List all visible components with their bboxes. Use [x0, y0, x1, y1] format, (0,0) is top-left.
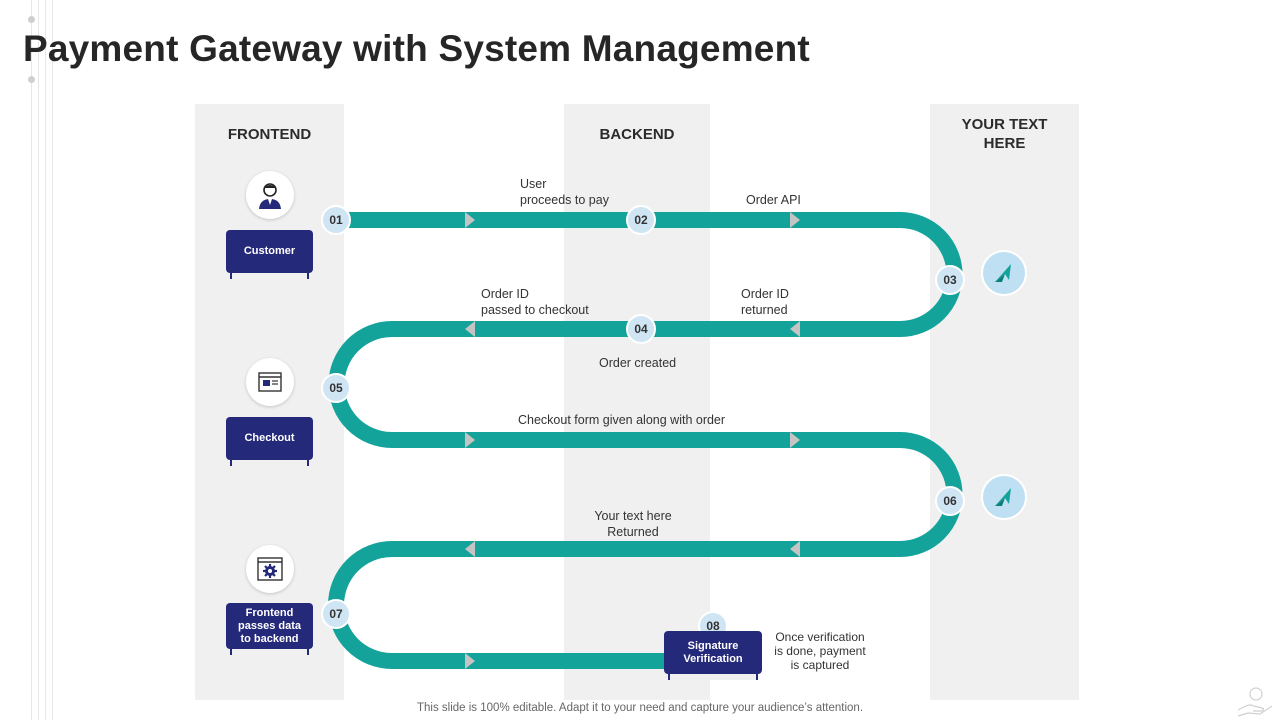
- flow-arrows: [465, 212, 800, 669]
- step-number: 04: [626, 314, 656, 344]
- step-number: 02: [626, 205, 656, 235]
- arrow-left: [465, 541, 475, 557]
- annotation-user-proceeds: User proceeds to pay: [520, 176, 609, 208]
- step-number: 05: [321, 373, 351, 403]
- label-line: Frontend: [245, 606, 294, 619]
- signature-verification-label: Signature Verification: [664, 631, 762, 680]
- arrow-right: [790, 212, 800, 228]
- annotation-checkout-form: Checkout form given along with order: [518, 413, 726, 427]
- decorative-dot: [28, 76, 35, 83]
- step-number: 01: [321, 205, 351, 235]
- header-line: YOUR TEXT: [961, 116, 1048, 133]
- step-number: 07: [321, 599, 351, 629]
- annotation-order-api: Order API: [746, 193, 801, 207]
- your-text-column: [930, 104, 1079, 700]
- annotation-your-text-returned: Your text here Returned: [573, 508, 693, 540]
- arrow-left: [790, 321, 800, 337]
- annotation-line: is done, payment: [774, 644, 866, 658]
- annotation-line: User: [520, 177, 547, 191]
- backend-header: BACKEND: [599, 126, 675, 143]
- checkout-label: Checkout: [226, 417, 313, 466]
- decorative-line: [31, 0, 32, 720]
- annotation-line: Once verification: [775, 630, 865, 644]
- customer-label: Customer: [226, 230, 313, 279]
- header-line: HERE: [983, 135, 1026, 152]
- annotation-line: Your text here: [594, 509, 672, 523]
- label-line: Signature: [687, 639, 739, 652]
- hand-coin-icon: [1237, 687, 1273, 717]
- arrow-right: [790, 432, 800, 448]
- arrow-left: [465, 321, 475, 337]
- decorative-line: [52, 0, 53, 720]
- annotation-line: Returned: [607, 525, 659, 539]
- annotation-order-created: Order created: [599, 356, 677, 370]
- label-line: Verification: [683, 652, 743, 665]
- rocket-icon: [981, 250, 1027, 296]
- annotation-order-id-passed: Order ID passed to checkout: [481, 286, 589, 318]
- annotation-line: Order ID: [741, 287, 789, 301]
- annotation-order-id-returned: Order ID returned: [741, 286, 789, 318]
- settings-window-icon: [246, 545, 294, 593]
- annotation-line: proceeds to pay: [520, 193, 609, 207]
- arrow-right: [465, 432, 475, 448]
- customer-icon: [246, 171, 294, 219]
- decorative-line: [45, 0, 46, 720]
- backend-column: [564, 104, 710, 700]
- checkout-window-icon: [246, 358, 294, 406]
- label-line: to backend: [240, 632, 299, 645]
- decorative-line: [38, 0, 39, 720]
- annotation-line: returned: [741, 303, 788, 317]
- rocket-icon: [981, 474, 1027, 520]
- arrow-right: [465, 212, 475, 228]
- step-number: 06: [935, 486, 965, 516]
- frontend-passes-label: Frontend passes data to backend: [226, 603, 313, 655]
- arrow-right: [465, 653, 475, 669]
- annotation-verification-done: Once verification is done, payment is ca…: [766, 630, 874, 672]
- flow-track: [328, 212, 963, 669]
- annotation-line: is captured: [790, 658, 850, 672]
- label-line: passes data: [238, 619, 301, 632]
- footer-note: This slide is 100% editable. Adapt it to…: [416, 702, 864, 714]
- annotation-line: Order ID: [481, 287, 529, 301]
- annotation-line: passed to checkout: [481, 303, 589, 317]
- your-text-header: YOUR TEXT HERE: [930, 115, 1079, 153]
- frontend-header: FRONTEND: [227, 126, 312, 143]
- page-title: Payment Gateway with System Management: [23, 28, 810, 69]
- step-number: 03: [935, 265, 965, 295]
- decorative-dot: [28, 16, 35, 23]
- arrow-left: [790, 541, 800, 557]
